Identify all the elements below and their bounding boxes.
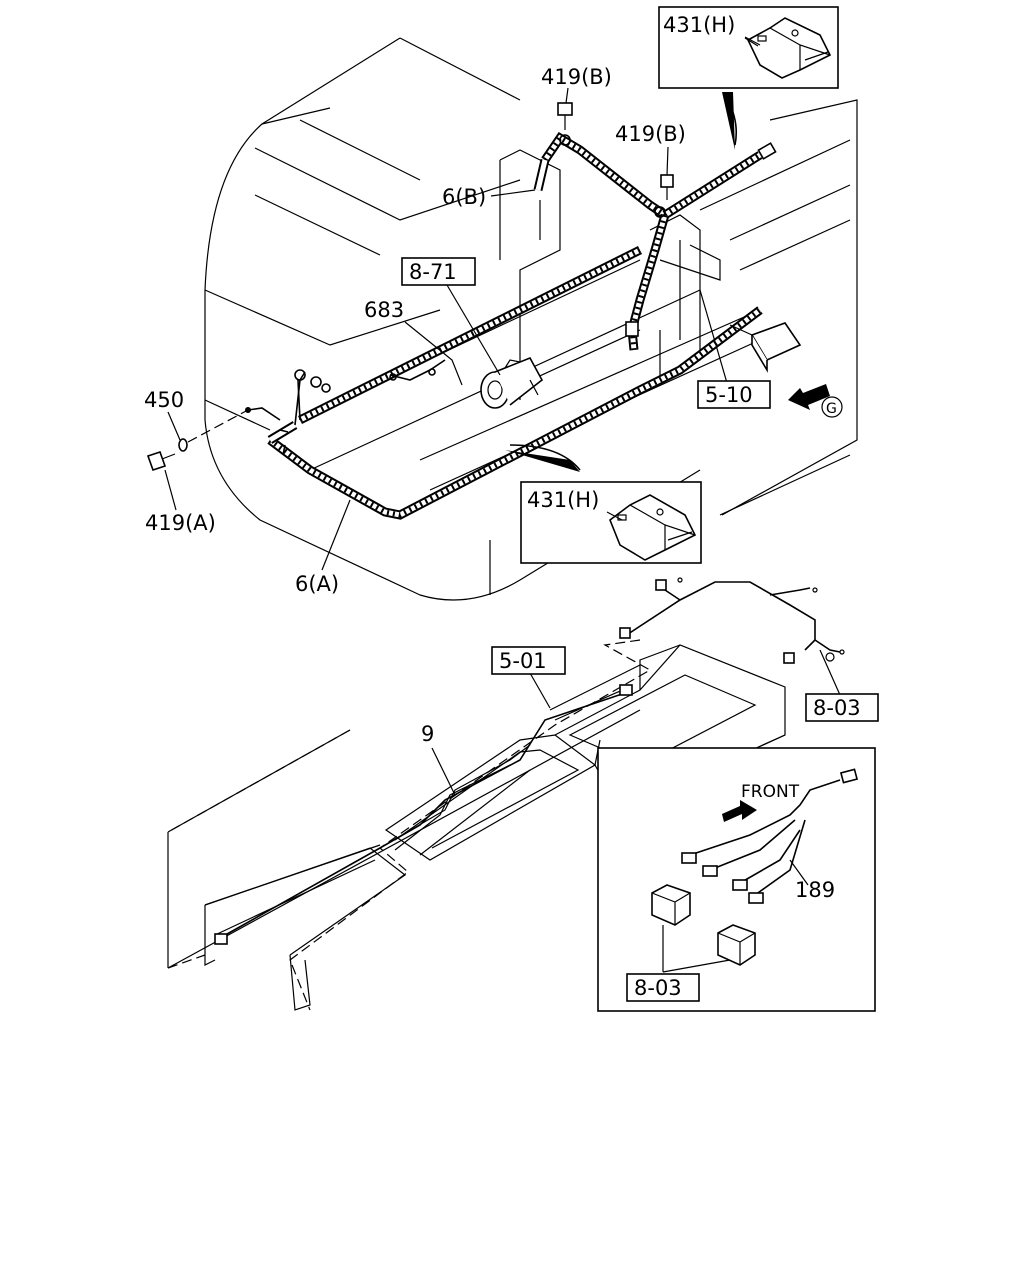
detail-box-431h-top (658, 6, 839, 89)
callout-8-03-right: 8-03 (813, 696, 861, 720)
callout-box-8-03-bottom (626, 973, 700, 1002)
callout-683: 683 (364, 298, 404, 322)
callout-450: 450 (144, 388, 184, 412)
harness-6b (533, 131, 777, 351)
bolt-419a (146, 450, 176, 472)
leader-lines (164, 37, 841, 973)
detail-box-relays (597, 747, 876, 1012)
view-g-circle (821, 396, 843, 418)
wire-683 (389, 359, 446, 381)
callout-431h-mid: 431(H) (527, 488, 599, 512)
callout-8-03-bottom: 8-03 (634, 976, 682, 1000)
cab-body-outline (204, 37, 701, 601)
bolt-419b-1 (557, 102, 573, 130)
washer-450 (178, 438, 188, 452)
wire-9 (214, 684, 633, 945)
bolt-419b-2 (660, 174, 674, 200)
callout-box-5-01 (491, 646, 566, 675)
callout-box-5-10 (697, 380, 771, 409)
label-front: FRONT (741, 782, 800, 802)
callout-419b-1: 419(B) (541, 65, 612, 89)
view-arrow-icon (788, 384, 830, 410)
arrow-mid-detail (509, 444, 581, 471)
callout-9: 9 (421, 722, 434, 746)
callout-view-g: G (826, 401, 837, 417)
console-dash (167, 639, 652, 1011)
callout-box-8-03-right (805, 693, 879, 722)
callout-431h-top: 431(H) (663, 13, 735, 37)
bolt-axis (187, 409, 249, 443)
frame-rails (299, 139, 851, 516)
callout-189: 189 (795, 878, 835, 902)
ground-wire (247, 407, 281, 421)
callout-6a: 6(A) (295, 572, 339, 596)
callout-419a: 419(A) (145, 511, 216, 535)
compressor (480, 356, 544, 409)
view-bracket (721, 99, 858, 516)
console-harness (619, 577, 845, 664)
callout-8-71: 8-71 (409, 260, 457, 284)
connector-block (729, 322, 802, 373)
detail-box-431h-mid (520, 481, 702, 564)
front-arrow-icon (722, 800, 757, 822)
callout-419b-2: 419(B) (615, 122, 686, 146)
callout-5-01: 5-01 (499, 649, 547, 673)
callout-box-8-71 (401, 257, 476, 286)
harness-6a (267, 245, 763, 520)
callout-5-10: 5-10 (705, 383, 753, 407)
callout-6b: 6(B) (442, 185, 486, 209)
